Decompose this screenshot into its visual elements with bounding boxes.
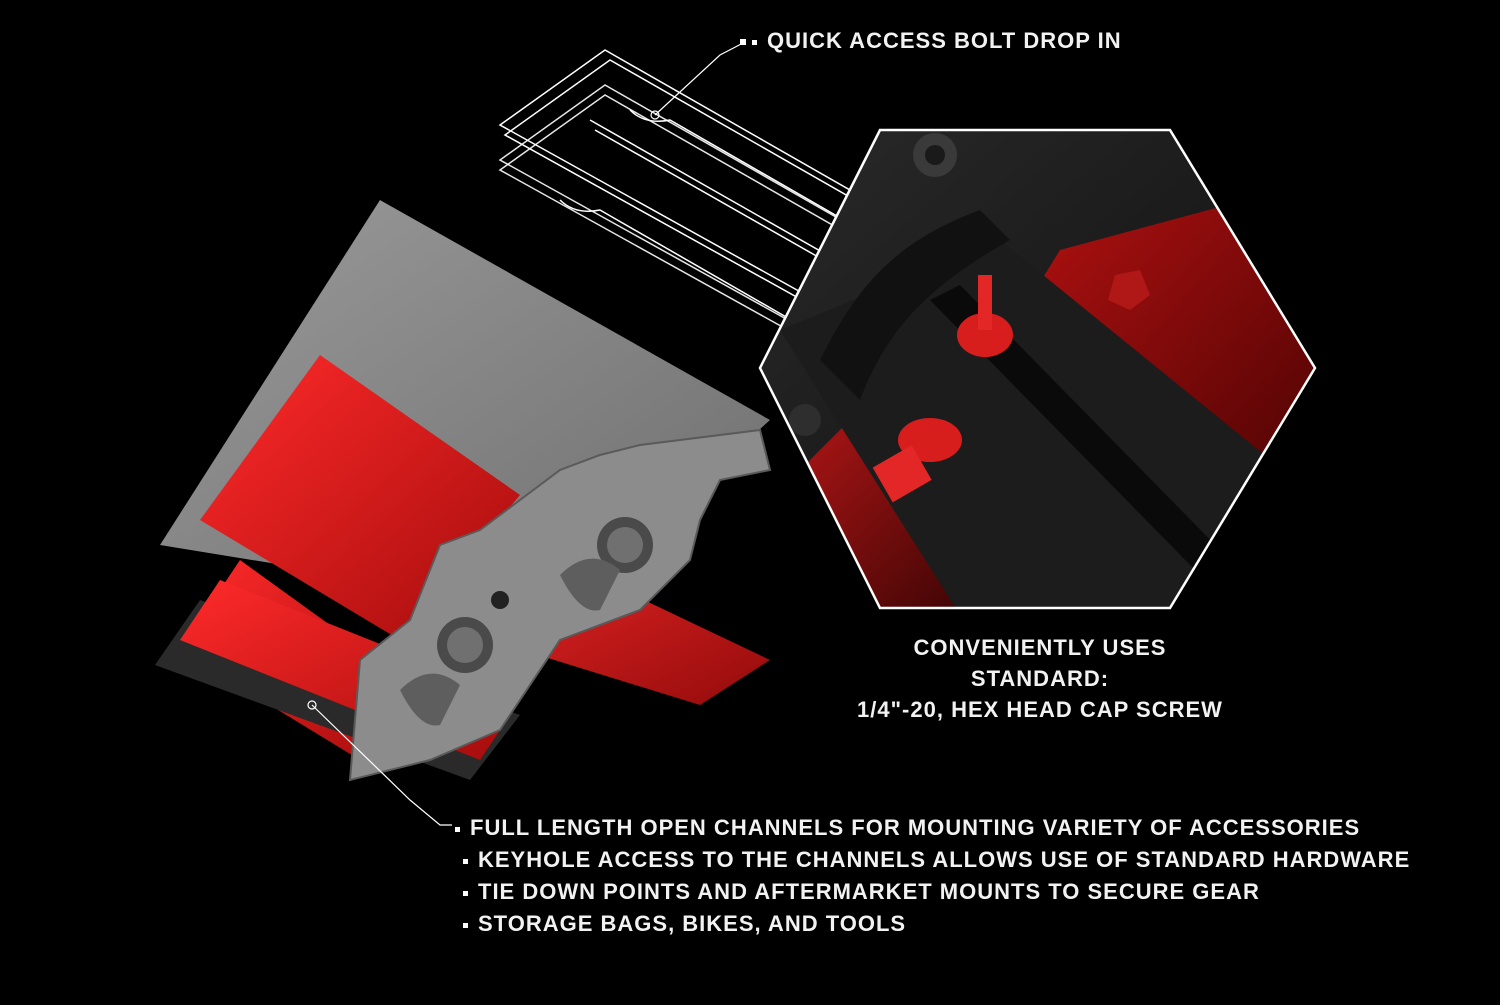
feature-item: TIE DOWN POINTS AND AFTERMARKET MOUNTS T… — [455, 876, 1410, 908]
leader-lines — [311, 41, 746, 826]
callout-dot-channel — [307, 700, 317, 710]
bullet-icon — [455, 826, 460, 832]
bullet-icon — [752, 39, 757, 45]
red-bolt — [872, 418, 962, 503]
feature-list: FULL LENGTH OPEN CHANNELS FOR MOUNTING V… — [455, 812, 1410, 940]
feature-text: KEYHOLE ACCESS TO THE CHANNELS ALLOWS US… — [478, 847, 1411, 872]
bullet-icon — [463, 922, 468, 928]
feature-item: KEYHOLE ACCESS TO THE CHANNELS ALLOWS US… — [455, 844, 1410, 876]
bullet-icon — [463, 890, 468, 896]
feature-text: FULL LENGTH OPEN CHANNELS FOR MOUNTING V… — [470, 815, 1361, 840]
feature-item: STORAGE BAGS, BIKES, AND TOOLS — [455, 908, 1410, 940]
spec-line-1: CONVENIENTLY USES STANDARD: — [913, 635, 1167, 691]
callout-quick-access: QUICK ACCESS BOLT DROP IN — [740, 28, 1122, 54]
bullet-icon — [463, 858, 468, 864]
callout-dot-top — [650, 110, 660, 120]
bullet-icon — [740, 39, 746, 46]
red-nut — [1108, 270, 1150, 310]
callout-quick-access-text: QUICK ACCESS BOLT DROP IN — [767, 28, 1122, 53]
red-bolt — [957, 275, 1013, 357]
feature-text: TIE DOWN POINTS AND AFTERMARKET MOUNTS T… — [478, 879, 1260, 904]
feature-item: FULL LENGTH OPEN CHANNELS FOR MOUNTING V… — [455, 812, 1410, 844]
hardware-spec: CONVENIENTLY USES STANDARD: 1/4"-20, HEX… — [850, 632, 1230, 725]
spec-line-2: 1/4"-20, HEX HEAD CAP SCREW — [857, 697, 1223, 722]
extrusion-profile — [155, 200, 772, 782]
hex-photo-inset — [758, 128, 1317, 610]
feature-text: STORAGE BAGS, BIKES, AND TOOLS — [478, 911, 907, 936]
